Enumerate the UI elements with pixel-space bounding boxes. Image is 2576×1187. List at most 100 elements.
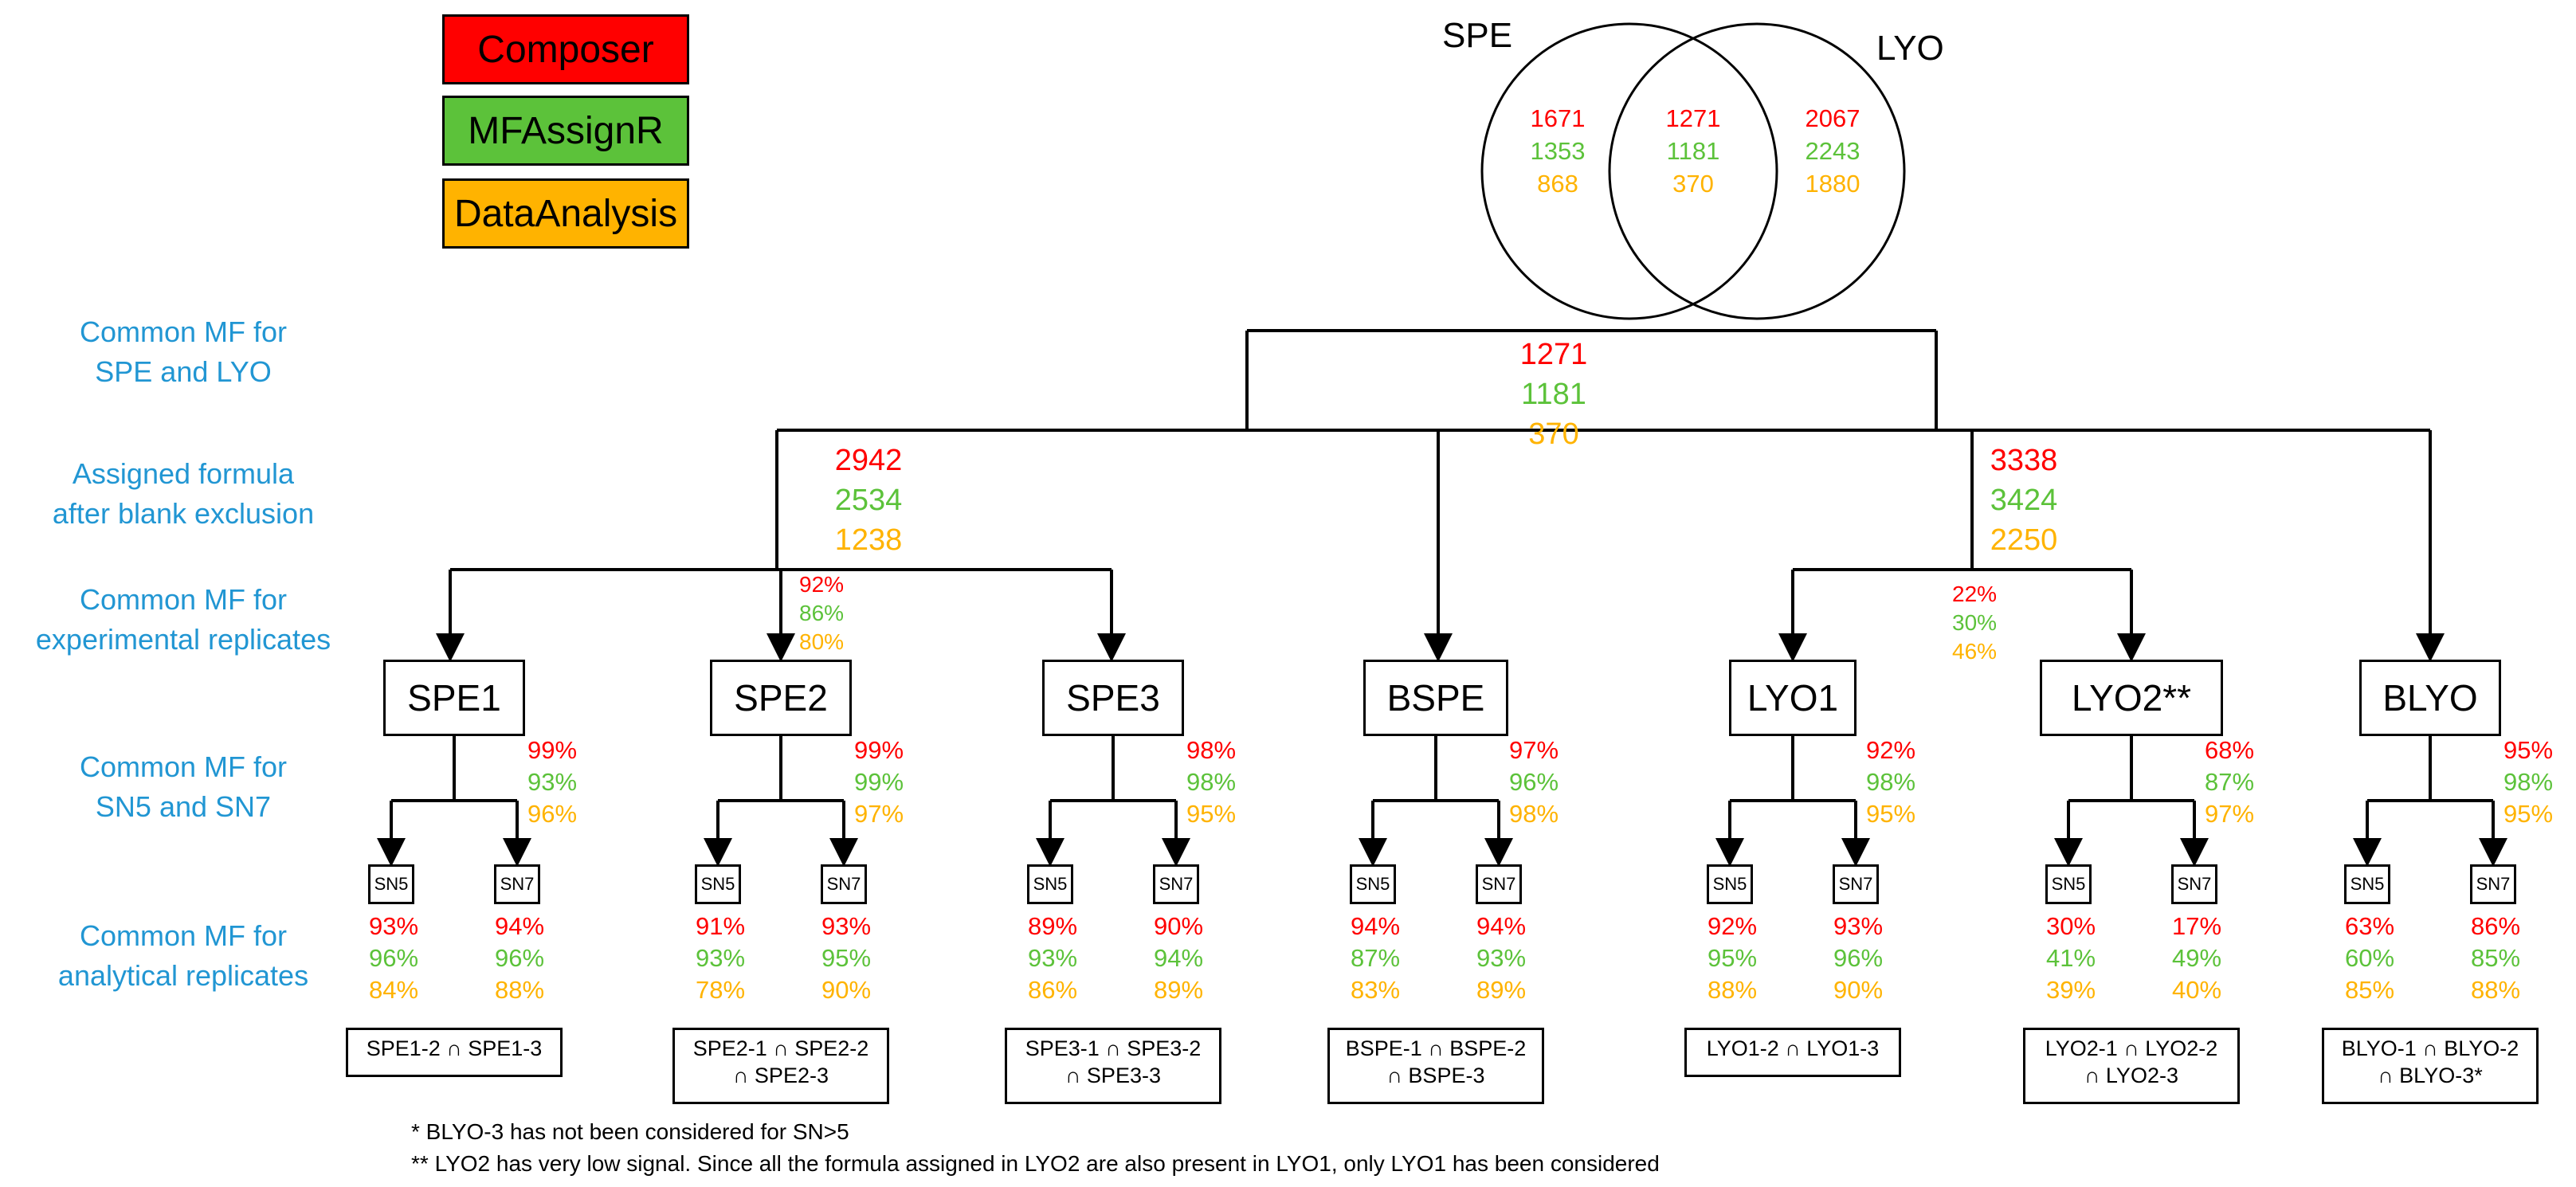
- leaf-line-bspe-0: BSPE-1 ∩ BSPE-2: [1345, 1036, 1527, 1060]
- venn-right-composer: 2067: [1805, 104, 1860, 132]
- sn7-pct-spe2: 93%95%90%: [821, 911, 871, 1006]
- tree-connectors: [377, 329, 2507, 867]
- sn-pct-spe3-2: 95%: [1186, 800, 1237, 828]
- sn7-pct-lyo1-0: 93%: [1833, 912, 1884, 940]
- sn-pct-blyo: 95%98%95%: [2503, 735, 2553, 830]
- legend-mfassignr: MFAssignR: [442, 96, 689, 166]
- leaf-line-spe2-1: ∩ SPE2-3: [733, 1064, 829, 1087]
- sn7-pct-spe1: 94%96%88%: [495, 911, 544, 1006]
- sn-pct-spe2-1: 99%: [854, 768, 904, 796]
- venn-intersection-counts: 1271 1181 370: [1649, 102, 1737, 200]
- legend-dataanalysis: DataAnalysis: [442, 178, 689, 249]
- sn5-pct-lyo1: 92%95%88%: [1708, 911, 1757, 1006]
- venn-label-lyo: LYO: [1876, 29, 1944, 68]
- sn-pct-spe2: 99%99%97%: [854, 735, 904, 830]
- sn7-pct-spe3-0: 90%: [1154, 912, 1204, 940]
- sn5-label-lyo2: SN5: [2051, 874, 2086, 894]
- node-label-lyo1: LYO1: [1747, 677, 1839, 719]
- sn7-pct-blyo-2: 88%: [2471, 976, 2521, 1004]
- leaf-box-spe2: SPE2-1 ∩ SPE2-2∩ SPE2-3: [672, 1028, 889, 1104]
- sn7-pct-lyo2: 17%49%40%: [2172, 911, 2221, 1006]
- sn-pct-bspe-1: 96%: [1509, 768, 1559, 796]
- sn-pct-blyo-2: 95%: [2503, 800, 2554, 828]
- node-label-spe2: SPE2: [734, 677, 828, 719]
- sn5-pct-spe1-0: 93%: [369, 912, 419, 940]
- node-blyo: BLYO: [2359, 660, 2501, 736]
- legend-label-composer: Composer: [477, 28, 654, 71]
- venn-diagram: [1480, 22, 1906, 320]
- leaf-line-spe1-0: SPE1-2 ∩ SPE1-3: [366, 1036, 543, 1060]
- node-lyo2: LYO2**: [2040, 660, 2223, 736]
- sn5-box-bspe: SN5: [1350, 864, 1396, 904]
- sn7-label-bspe: SN7: [1481, 874, 1516, 894]
- sn-pct-bspe-2: 98%: [1509, 800, 1559, 828]
- node-spe3: SPE3: [1042, 660, 1184, 736]
- sn7-pct-lyo2-1: 49%: [2172, 944, 2222, 972]
- sn-pct-spe1-0: 99%: [527, 736, 578, 764]
- sn7-pct-bspe-2: 89%: [1476, 976, 1527, 1004]
- venn-left-counts: 1671 1353 868: [1514, 102, 1602, 200]
- venn-left-composer: 1671: [1530, 104, 1586, 132]
- sn5-pct-lyo1-2: 88%: [1708, 976, 1758, 1004]
- sn7-pct-spe2-0: 93%: [821, 912, 872, 940]
- leaf-box-bspe: BSPE-1 ∩ BSPE-2 ∩ BSPE-3: [1327, 1028, 1544, 1104]
- sn5-label-blyo: SN5: [2350, 874, 2385, 894]
- sn-pct-bspe-0: 97%: [1509, 736, 1559, 764]
- sn7-pct-lyo1: 93%96%90%: [1833, 911, 1883, 1006]
- sn5-pct-spe2-2: 78%: [696, 976, 746, 1004]
- sn7-box-spe3: SN7: [1153, 864, 1199, 904]
- leaf-line-blyo-1: ∩ BLYO-3*: [2378, 1064, 2483, 1087]
- sn-pct-blyo-1: 98%: [2503, 768, 2554, 796]
- venn-mid-composer: 1271: [1665, 104, 1721, 132]
- footnote-blyo3: * BLYO-3 has not been considered for SN>…: [411, 1119, 849, 1144]
- sn5-label-spe3: SN5: [1033, 874, 1068, 894]
- sn-pct-spe3-1: 98%: [1186, 768, 1237, 796]
- section-label-assigned: Assigned formula after blank exclusion: [52, 457, 315, 530]
- spe-assigned-counts: 2942 2534 1238: [834, 444, 903, 557]
- sn7-label-lyo2: SN7: [2177, 874, 2212, 894]
- leaf-box-spe1: SPE1-2 ∩ SPE1-3: [346, 1028, 563, 1077]
- sn-pct-lyo1-0: 92%: [1866, 736, 1916, 764]
- sn5-box-lyo2: SN5: [2045, 864, 2092, 904]
- leaf-line-bspe-1: ∩ BSPE-3: [1386, 1064, 1485, 1087]
- node-label-blyo: BLYO: [2382, 677, 2478, 719]
- node-bspe: BSPE: [1363, 660, 1508, 736]
- node-spe1: SPE1: [383, 660, 525, 736]
- sn7-pct-blyo-0: 86%: [2471, 912, 2521, 940]
- sn5-pct-blyo-1: 60%: [2345, 944, 2395, 972]
- venn-mid-dataanalysis: 370: [1672, 170, 1714, 198]
- leaf-box-blyo: BLYO-1 ∩ BLYO-2∩ BLYO-3*: [2322, 1028, 2539, 1104]
- leaf-line-lyo2-1: ∩ LYO2-3: [2084, 1064, 2178, 1087]
- sn7-pct-spe3-1: 94%: [1154, 944, 1204, 972]
- venn-left-dataanalysis: 868: [1537, 170, 1578, 198]
- sn7-pct-lyo1-1: 96%: [1833, 944, 1884, 972]
- sn5-box-lyo1: SN5: [1707, 864, 1753, 904]
- sn5-box-blyo: SN5: [2344, 864, 2390, 904]
- sn7-box-blyo: SN7: [2470, 864, 2516, 904]
- sn5-pct-lyo2: 30%41%39%: [2046, 911, 2096, 1006]
- sn5-pct-spe1-1: 96%: [369, 944, 419, 972]
- sn5-pct-lyo2-2: 39%: [2046, 976, 2096, 1004]
- sn-pct-lyo1: 92%98%95%: [1866, 735, 1915, 830]
- sn5-pct-spe3-2: 86%: [1028, 976, 1078, 1004]
- section-label-sn: Common MF for SN5 and SN7: [79, 750, 288, 823]
- sn-pct-spe2-0: 99%: [854, 736, 904, 764]
- sn7-pct-bspe-1: 93%: [1476, 944, 1527, 972]
- sn-pct-spe3-0: 98%: [1186, 736, 1237, 764]
- sn5-pct-lyo2-1: 41%: [2046, 944, 2096, 972]
- lyo-exp-replicate-pct: 22% 30% 46%: [1952, 582, 1998, 664]
- legend-composer: Composer: [442, 14, 689, 84]
- sn5-pct-bspe-1: 87%: [1351, 944, 1401, 972]
- sn5-pct-spe2-0: 91%: [696, 912, 746, 940]
- sn7-box-spe1: SN7: [494, 864, 540, 904]
- sn7-box-lyo1: SN7: [1833, 864, 1879, 904]
- sn5-label-spe1: SN5: [374, 874, 409, 894]
- sn5-pct-bspe-0: 94%: [1351, 912, 1401, 940]
- sn5-pct-blyo-2: 85%: [2345, 976, 2395, 1004]
- legend-label-dataanalysis: DataAnalysis: [453, 192, 678, 235]
- venn-mid-mfassignr: 1181: [1666, 137, 1720, 165]
- sn7-pct-blyo-1: 85%: [2471, 944, 2521, 972]
- sn-pct-spe1: 99%93%96%: [527, 735, 577, 830]
- node-label-spe3: SPE3: [1066, 677, 1160, 719]
